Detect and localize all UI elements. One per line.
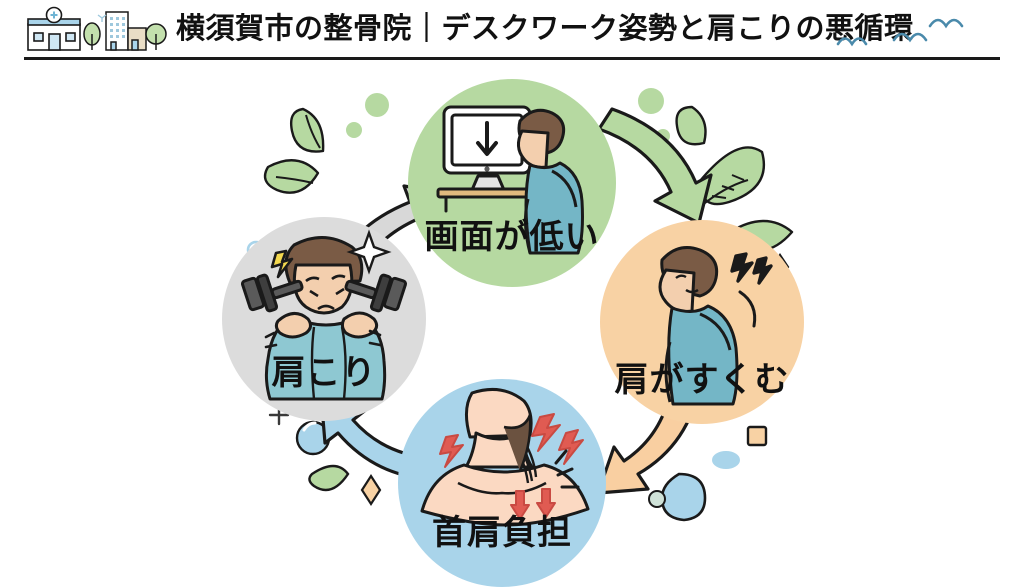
leaf-decoration	[263, 107, 325, 194]
page-header: 横須賀市の整骨院｜デスクワーク姿勢と肩こりの悪循環	[0, 0, 1024, 62]
dot-decoration	[638, 88, 664, 114]
wave-icon	[836, 18, 964, 47]
diamond-sparkle	[360, 473, 382, 507]
pain-radiate-icon	[554, 449, 580, 489]
arrow-top-to-right	[597, 107, 713, 225]
cycle-node-neck-shoulder-load[interactable]: 首肩負担	[398, 379, 606, 587]
hand-icon	[274, 311, 379, 339]
dot-decoration	[648, 490, 666, 508]
bubble-highlight	[302, 421, 317, 432]
tree-icon	[145, 23, 167, 50]
cycle-node-label: 肩がすくむ	[614, 361, 790, 399]
page-title: 横須賀市の整骨院｜デスクワーク姿勢と肩こりの悪循環	[176, 13, 914, 45]
cycle-node-label: 肩こり	[271, 354, 377, 392]
droplet-decoration	[712, 451, 740, 469]
strain-mark-icon	[730, 252, 773, 285]
wave-decoration-group	[832, 10, 1002, 54]
office-building-icon	[105, 11, 147, 51]
dot-decoration	[365, 93, 389, 117]
square-decoration	[746, 425, 768, 447]
cycle-node-shoulders-shrug[interactable]: 肩がすくむ	[600, 220, 804, 424]
cycle-node-stiff-shoulders[interactable]: 肩こり	[222, 217, 426, 421]
tree-icon	[83, 22, 101, 50]
sparkle-icon	[346, 229, 392, 275]
dot-decoration	[346, 122, 362, 138]
header-divider	[24, 57, 1000, 60]
down-arrow-icon	[476, 121, 498, 156]
cycle-node-label: 首肩負担	[432, 514, 572, 552]
leaf-decoration	[308, 464, 350, 492]
dumbbell-icon	[240, 273, 408, 313]
cycle-node-label: 画面が低い	[424, 218, 600, 256]
cycle-node-screen-low[interactable]: 画面が低い	[408, 79, 616, 287]
strain-mark-icon	[270, 249, 294, 279]
neck-shoulder-pain-anatomy-icon	[420, 387, 590, 527]
cycle-diagram: 画面が低い 肩がすくむ	[0, 62, 1024, 587]
pain-bolt-icon	[439, 413, 584, 468]
sparkle-icon	[97, 14, 107, 22]
motion-arc-icon	[738, 290, 757, 328]
clinic-building-icon	[27, 6, 81, 51]
droplet-decoration	[660, 472, 707, 522]
header-icon-group	[22, 6, 172, 54]
